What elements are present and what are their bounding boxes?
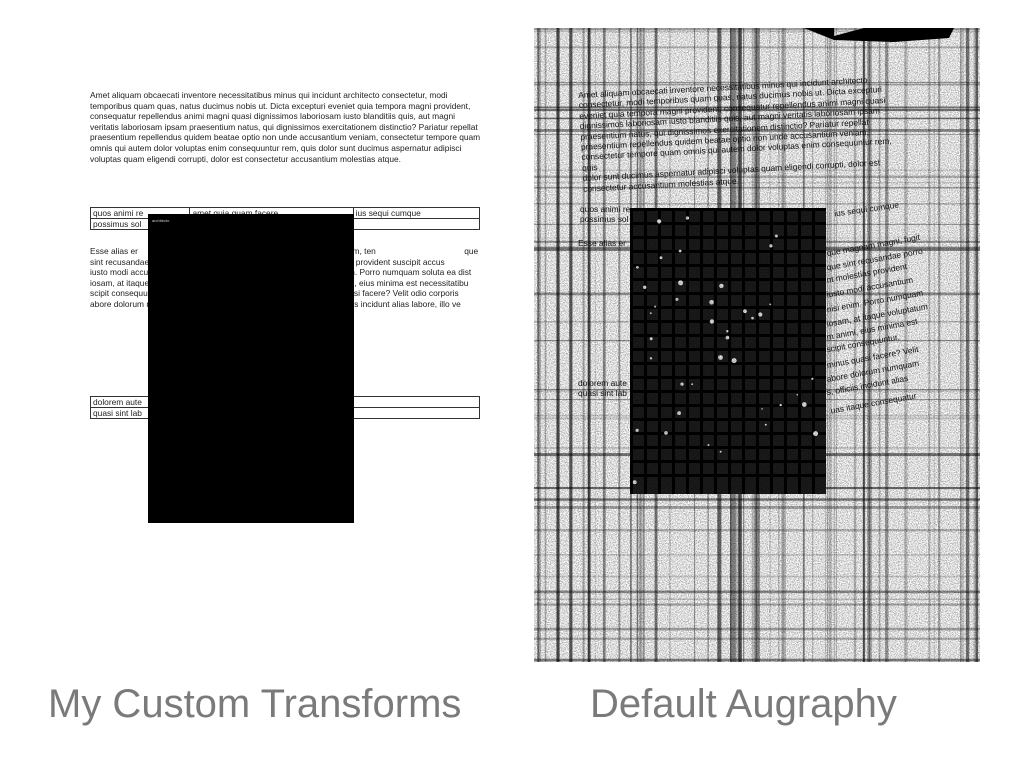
fragment: quos animi re [580,204,631,214]
fragment: possimus sol [580,214,629,224]
overlay-tiny-text: architecto [152,218,170,223]
black-image-block: architecto [148,214,354,523]
fragment: Esse alias er [578,238,626,248]
fragment: dolorem aute [578,378,627,388]
fragment: quasi sint lab [578,388,627,398]
right-panel-augraphy: Amet aliquam obcaecati inventore necessi… [534,28,980,662]
table-cell: ius sequi cumque [352,207,481,219]
scan-noise-overlay [534,28,980,662]
grain-texture [534,28,980,662]
caption-right: Default Augraphy [590,682,897,726]
table-cell [352,218,481,230]
left-paragraph-1: Amet aliquam obcaecati inventore necessi… [90,90,481,164]
right-paragraph-distorted: Amet aliquam obcaecati inventore necessi… [578,74,892,194]
caption-left: My Custom Transforms [48,682,462,726]
